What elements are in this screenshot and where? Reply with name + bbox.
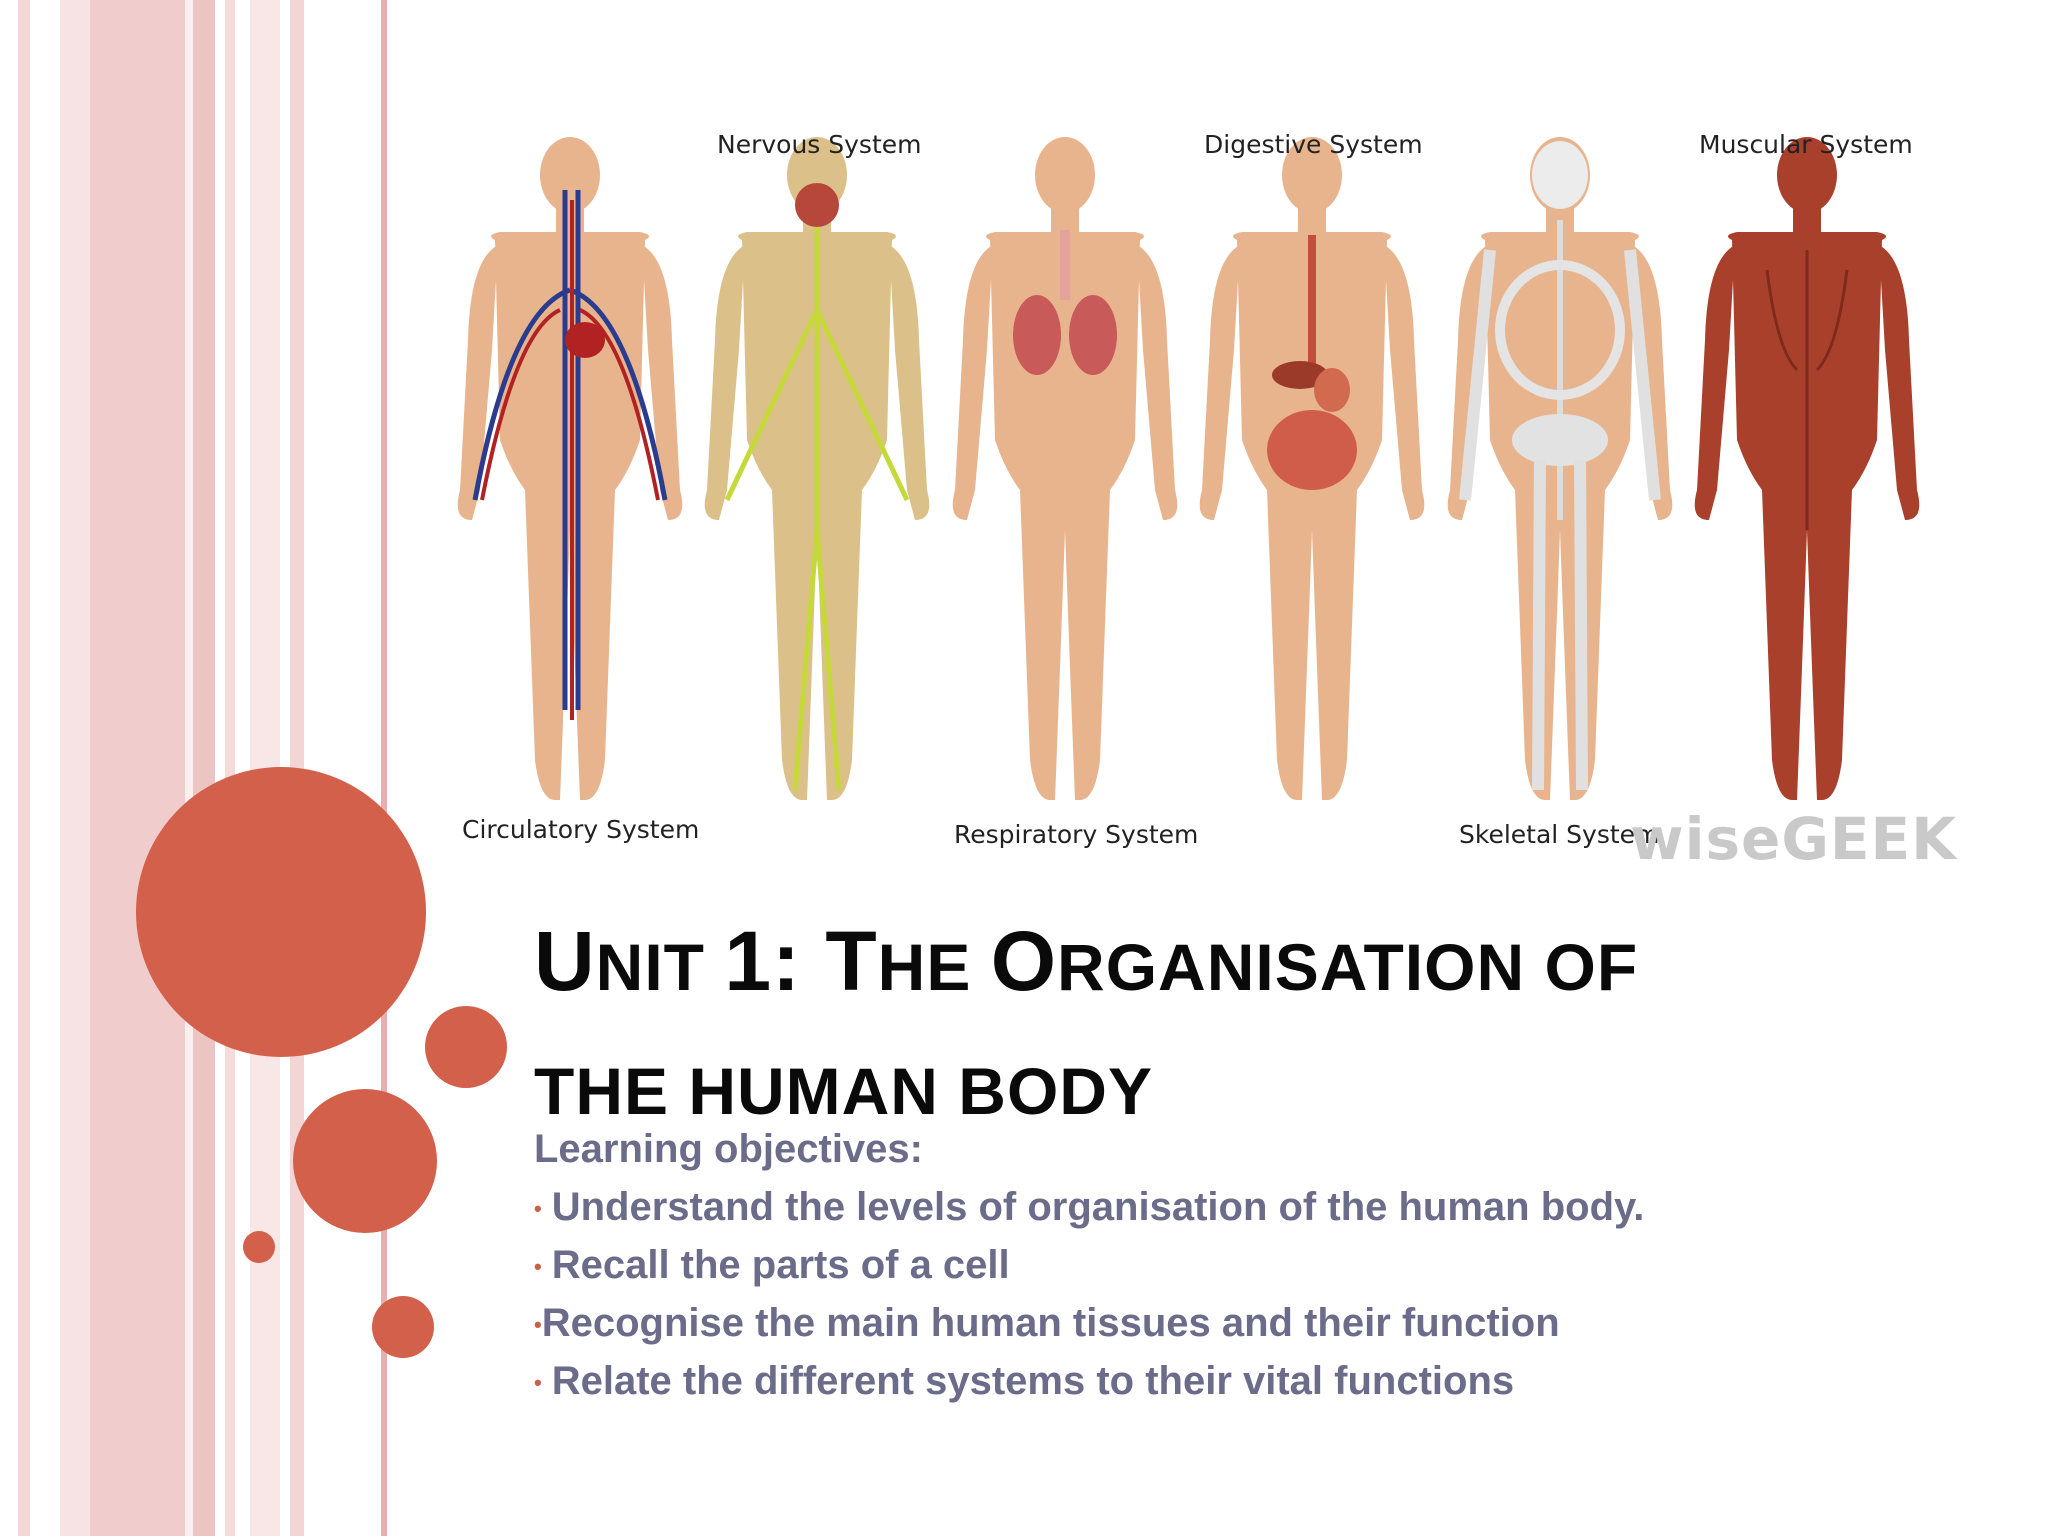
medium-large-circle: [293, 1089, 437, 1233]
objective-item: • Recall the parts of a cell: [534, 1236, 1974, 1294]
muscular-figure: [1694, 137, 1920, 800]
system-label: Digestive System: [1204, 130, 1423, 159]
objective-text: Relate the different systems to their vi…: [551, 1359, 1515, 1403]
system-label: Circulatory System: [462, 815, 700, 844]
objective-text: Understand the levels of organisation of…: [551, 1185, 1645, 1229]
small-medium-circle: [372, 1296, 434, 1358]
title-part: 1: T: [724, 914, 878, 1008]
skeletal-figure: [1447, 137, 1673, 800]
learning-objectives: Learning objectives: • Understand the lev…: [534, 1120, 1974, 1410]
objectives-heading: Learning objectives:: [534, 1127, 923, 1171]
title-part: O: [990, 914, 1058, 1008]
title-part: NIT: [595, 930, 725, 1004]
decorative-stripes: [0, 0, 400, 1536]
system-label: Muscular System: [1699, 130, 1913, 159]
system-label: Respiratory System: [954, 820, 1199, 849]
bullet-icon: •: [534, 1196, 542, 1222]
objective-item: • Relate the different systems to their v…: [534, 1352, 1974, 1410]
nervous-figure: [704, 137, 930, 800]
bullet-icon: •: [534, 1370, 542, 1396]
small-circle: [243, 1231, 275, 1263]
title-part: RGANISATION OF: [1057, 930, 1639, 1004]
title-part: U: [534, 914, 596, 1008]
medium-circle: [425, 1006, 507, 1088]
title-part: HE: [877, 930, 991, 1004]
respiratory-figure: [952, 137, 1178, 800]
bullet-icon: •: [534, 1312, 542, 1338]
title-line-2: THE HUMAN BODY: [534, 1054, 1153, 1128]
body-systems-illustration: Nervous System Digestive System Muscular…: [440, 110, 1960, 870]
circulatory-figure: [457, 137, 683, 800]
objective-item: • Understand the levels of organisation o…: [534, 1178, 1974, 1236]
objective-text: Recall the parts of a cell: [551, 1243, 1010, 1287]
slide-title: UNIT 1: THE ORGANISATION OF THE HUMAN BO…: [534, 905, 1974, 1159]
system-label: Skeletal System: [1459, 820, 1660, 849]
watermark: wiseGEEK: [1630, 805, 1958, 873]
body-figures: [457, 137, 1920, 800]
system-label: Nervous System: [717, 130, 922, 159]
objective-text: Recognise the main human tissues and the…: [541, 1301, 1560, 1345]
digestive-figure: [1199, 137, 1425, 800]
bullet-icon: •: [534, 1254, 542, 1280]
objective-item: •Recognise the main human tissues and th…: [534, 1294, 1974, 1352]
decorative-circles: [136, 767, 507, 1358]
large-circle: [136, 767, 426, 1057]
